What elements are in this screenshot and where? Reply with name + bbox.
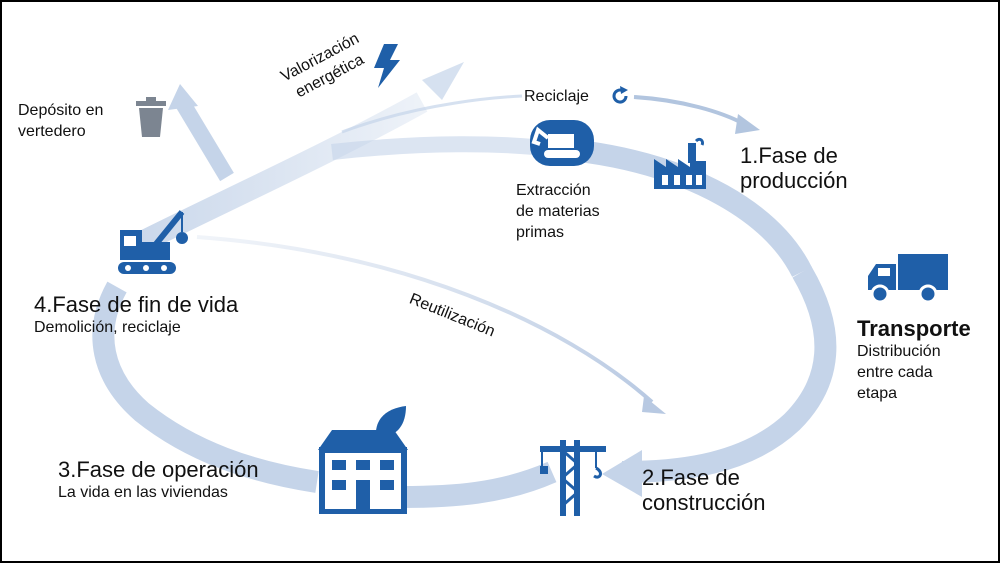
raw-materials-line1: Extracción bbox=[516, 182, 591, 199]
recycling-arc-right bbox=[633, 95, 745, 126]
operation-title: 3.Fase de operación bbox=[58, 457, 259, 482]
operation-phase-label: 3.Fase de operación La vida en las vivie… bbox=[58, 457, 259, 503]
trash-bin-icon bbox=[136, 97, 166, 137]
arrow-energy-recovery bbox=[422, 62, 464, 100]
end-of-life-title: 4.Fase de fin de vida bbox=[34, 292, 239, 317]
raw-materials-label: Extracción de materias primas bbox=[516, 180, 600, 243]
loop-segment-end-of-life bbox=[137, 92, 428, 252]
tower-crane-icon bbox=[540, 440, 606, 516]
construction-title-line2: construcción bbox=[642, 490, 766, 515]
loop-segment-transport bbox=[621, 266, 837, 483]
production-phase-label: 1.Fase de producción bbox=[740, 143, 848, 193]
arrow-reuse bbox=[642, 396, 666, 414]
recycle-icon bbox=[612, 86, 628, 104]
production-title-line1: 1.Fase de bbox=[740, 143, 838, 168]
construction-title-line1: 2.Fase de bbox=[642, 465, 740, 490]
recycling-arc bbox=[341, 94, 523, 134]
end-of-life-subtitle: Demolición, reciclaje bbox=[34, 319, 181, 336]
loop-segment-operation bbox=[92, 281, 319, 493]
transport-line2: entre cada bbox=[857, 364, 933, 381]
raw-materials-line3: primas bbox=[516, 224, 565, 241]
transport-line1: Distribución bbox=[857, 343, 941, 360]
construction-phase-label: 2.Fase de construcción bbox=[642, 465, 766, 515]
landfill-label: Depósito en vertedero bbox=[18, 100, 103, 142]
landfill-label-line1: Depósito en bbox=[18, 102, 104, 119]
loop-segment-construction bbox=[401, 461, 557, 508]
recycling-label: Reciclaje bbox=[524, 88, 589, 105]
landfill-branch bbox=[175, 97, 234, 182]
demolition-crane-icon bbox=[118, 210, 188, 274]
excavator-icon bbox=[530, 120, 594, 166]
arrow-to-landfill bbox=[168, 84, 198, 110]
eco-house-icon bbox=[318, 406, 408, 514]
arrow-recycling bbox=[735, 114, 760, 134]
end-of-life-phase-label: 4.Fase de fin de vida Demolición, recicl… bbox=[34, 292, 238, 338]
production-title-line2: producción bbox=[740, 168, 848, 193]
raw-materials-line2: de materias bbox=[516, 203, 600, 220]
landfill-label-line2: vertedero bbox=[18, 123, 86, 140]
transport-label: Transporte Distribución entre cada etapa bbox=[857, 316, 971, 404]
factory-icon bbox=[654, 137, 706, 189]
transport-line3: etapa bbox=[857, 385, 898, 402]
loop-segment-production bbox=[585, 141, 812, 278]
truck-icon bbox=[868, 254, 948, 304]
transport-title: Transporte bbox=[857, 316, 971, 341]
operation-subtitle: La vida en las viviendas bbox=[58, 484, 228, 501]
loop-segment-extraction bbox=[331, 136, 564, 160]
arrow-to-construction bbox=[602, 450, 642, 497]
lightning-icon bbox=[374, 44, 400, 88]
reuse-arc bbox=[196, 235, 654, 404]
